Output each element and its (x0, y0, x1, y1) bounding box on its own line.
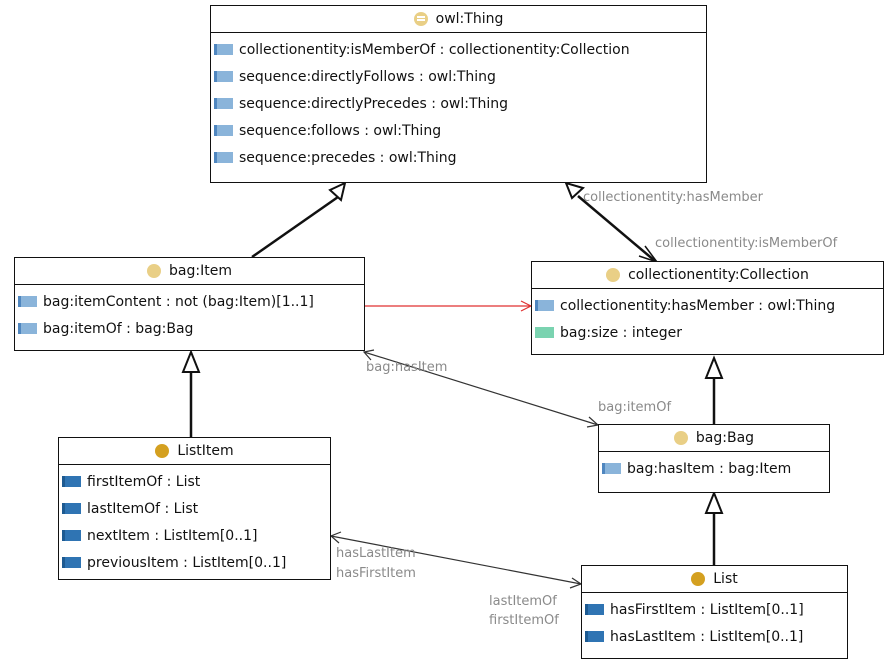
object-property-icon (62, 476, 81, 487)
object-property-icon (214, 44, 233, 55)
object-property-icon (585, 631, 604, 642)
edge-label-is-member-of: collectionentity:isMemberOf (655, 236, 838, 251)
object-property-icon (62, 530, 81, 541)
property-label: sequence:directlyFollows : owl:Thing (239, 68, 496, 85)
class-box-owl-thing[interactable]: owl:Thing collectionentity:isMemberOf : … (210, 5, 707, 183)
property-row[interactable]: sequence:directlyPrecedes : owl:Thing (211, 90, 706, 117)
inheritance-arrowhead (704, 490, 724, 514)
property-label: lastItemOf : List (87, 500, 199, 517)
property-row[interactable]: collectionentity:isMemberOf : collection… (211, 36, 706, 63)
class-box-list[interactable]: List hasFirstItem : ListItem[0..1] hasLa… (581, 565, 848, 659)
property-label: bag:itemContent : not (bag:Item)[1..1] (43, 293, 314, 310)
class-header: List (582, 566, 847, 593)
class-title: List (713, 571, 738, 587)
arrowhead (362, 349, 375, 361)
edge-label-has-item: bag:hasItem (366, 360, 448, 375)
class-box-list-item[interactable]: ListItem firstItemOf : List lastItemOf :… (58, 437, 331, 580)
property-label: collectionentity:isMemberOf : collection… (239, 41, 630, 58)
class-title: ListItem (177, 443, 234, 459)
inheritance-arrowhead (704, 355, 724, 379)
property-row[interactable]: bag:hasItem : bag:Item (599, 455, 829, 482)
property-row[interactable]: bag:size : integer (532, 319, 883, 346)
object-property-icon (214, 125, 233, 136)
edge-label-has-last-item: hasLastItem (336, 546, 416, 561)
class-icon (606, 268, 621, 282)
inheritance-arrowhead (564, 181, 585, 200)
property-label: collectionentity:hasMember : owl:Thing (560, 297, 836, 314)
property-label: bag:hasItem : bag:Item (627, 460, 792, 477)
class-header: bag:Bag (599, 425, 829, 452)
property-label: bag:size : integer (560, 324, 682, 341)
inheritance-arrowhead (328, 181, 347, 202)
property-row[interactable]: nextItem : ListItem[0..1] (59, 522, 330, 549)
class-icon (147, 264, 162, 278)
class-icon (155, 444, 170, 458)
edge-label-item-of: bag:itemOf (598, 400, 672, 415)
property-row[interactable]: bag:itemOf : bag:Bag (15, 315, 364, 342)
property-label: previousItem : ListItem[0..1] (87, 554, 287, 571)
object-property-icon (18, 296, 37, 307)
object-property-icon (18, 323, 37, 334)
object-property-icon (535, 300, 554, 311)
object-property-icon (62, 557, 81, 568)
class-title: owl:Thing (435, 11, 504, 27)
property-label: hasFirstItem : ListItem[0..1] (610, 601, 804, 618)
object-property-icon (62, 503, 81, 514)
class-box-bag-item[interactable]: bag:Item bag:itemContent : not (bag:Item… (14, 257, 365, 351)
class-title: bag:Bag (695, 430, 755, 446)
property-label: firstItemOf : List (87, 473, 201, 490)
class-equivalent-icon (413, 12, 428, 26)
arrowhead (329, 531, 342, 544)
edge-item-bag (363, 351, 599, 426)
class-header: bag:Item (15, 258, 364, 285)
object-property-icon (214, 71, 233, 82)
class-header: collectionentity:Collection (532, 262, 883, 289)
edge-listitem-list (330, 535, 582, 585)
inheritance-arrowhead (181, 349, 201, 373)
edge-label-first-item-of: firstItemOf (489, 613, 559, 628)
property-label: bag:itemOf : bag:Bag (43, 320, 194, 337)
property-row[interactable]: hasLastItem : ListItem[0..1] (582, 623, 847, 650)
edge-label-last-item-of: lastItemOf (489, 594, 557, 609)
property-row[interactable]: lastItemOf : List (59, 495, 330, 522)
property-label: nextItem : ListItem[0..1] (87, 527, 258, 544)
object-property-icon (214, 98, 233, 109)
class-title: bag:Item (169, 263, 232, 279)
object-property-icon (602, 463, 621, 474)
object-property-icon (214, 152, 233, 163)
data-property-icon (535, 327, 554, 338)
property-row[interactable]: sequence:follows : owl:Thing (211, 117, 706, 144)
property-label: sequence:precedes : owl:Thing (239, 149, 457, 166)
property-label: hasLastItem : ListItem[0..1] (610, 628, 804, 645)
property-row[interactable]: hasFirstItem : ListItem[0..1] (582, 596, 847, 623)
property-row[interactable]: collectionentity:hasMember : owl:Thing (532, 292, 883, 319)
property-row[interactable]: firstItemOf : List (59, 468, 330, 495)
edge-label-has-first-item: hasFirstItem (336, 566, 416, 581)
edge-item-to-thing (251, 195, 339, 259)
class-header: ListItem (59, 438, 330, 465)
edge-collection-to-thing (577, 195, 656, 262)
property-label: sequence:follows : owl:Thing (239, 122, 442, 139)
object-property-icon (585, 604, 604, 615)
property-label: sequence:directlyPrecedes : owl:Thing (239, 95, 509, 112)
edge-label-has-member: collectionentity:hasMember (583, 190, 763, 205)
class-box-collection[interactable]: collectionentity:Collection collectionen… (531, 261, 884, 355)
class-icon (673, 431, 688, 445)
property-row[interactable]: sequence:precedes : owl:Thing (211, 144, 706, 171)
property-row[interactable]: sequence:directlyFollows : owl:Thing (211, 63, 706, 90)
class-box-bag[interactable]: bag:Bag bag:hasItem : bag:Item (598, 424, 830, 493)
class-header: owl:Thing (211, 6, 706, 33)
class-icon (691, 572, 706, 586)
property-row[interactable]: previousItem : ListItem[0..1] (59, 549, 330, 576)
class-title: collectionentity:Collection (628, 267, 809, 283)
property-row[interactable]: bag:itemContent : not (bag:Item)[1..1] (15, 288, 364, 315)
